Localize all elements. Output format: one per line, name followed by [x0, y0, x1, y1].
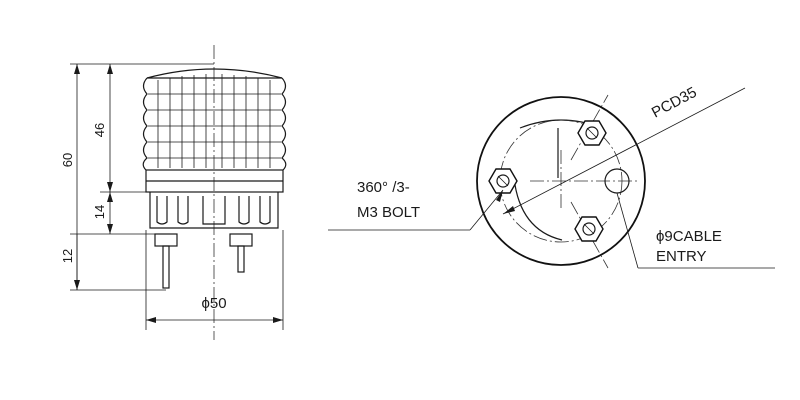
dome-vertical-grid [157, 74, 271, 168]
side-view: 60 46 14 12 ϕ50 [60, 45, 287, 340]
dim-bolt-length: 12 [60, 249, 75, 263]
dim-diameter: ϕ50 [201, 295, 226, 312]
bolt-label-line2: M3 BOLT [357, 204, 420, 221]
dome-left-ribs [142, 77, 148, 171]
cable-label-line1: ϕ9CABLE [656, 228, 722, 245]
outer-circle [476, 96, 646, 266]
cable-label-line2: ENTRY [656, 248, 707, 265]
side-bolt-right [229, 233, 253, 273]
top-bolt-1 [577, 120, 607, 146]
pcd-leader [502, 87, 746, 215]
side-bolt-left [154, 233, 178, 289]
extension-lines [70, 63, 284, 330]
dim-base-height: 14 [92, 205, 107, 219]
top-bolt-3 [574, 216, 604, 242]
top-bolt-2 [488, 168, 518, 194]
bolt-leader [469, 189, 504, 231]
cable-leader [616, 192, 639, 269]
top-view: PCD35 360° /3- M3 BOLT ϕ9CABLE ENTRY [328, 84, 775, 269]
dim-dome-height: 46 [92, 123, 107, 137]
dome-horizontal-ribs [148, 93, 281, 159]
base-slots [156, 196, 271, 225]
dome-right-ribs [281, 77, 287, 171]
bolt-label-line1: 360° /3- [357, 179, 410, 196]
dim-total-height: 60 [60, 153, 75, 167]
dome-cap [146, 68, 283, 79]
base [149, 192, 279, 229]
